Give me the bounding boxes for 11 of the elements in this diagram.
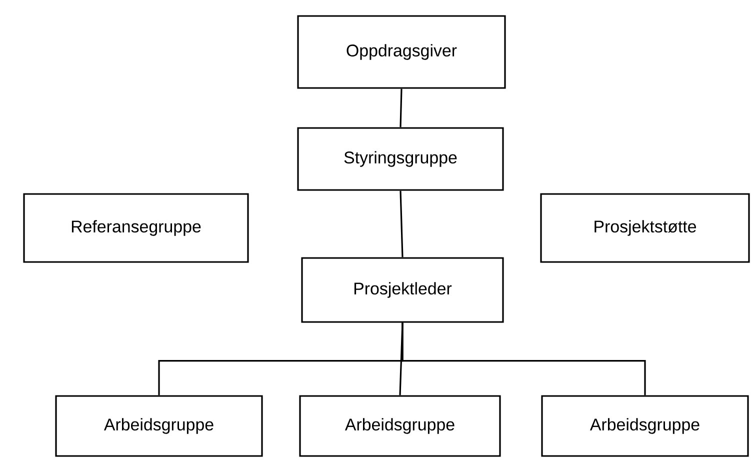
org-box: Arbeidsgruppe [541,395,749,457]
org-box: Referansegruppe [23,193,249,263]
org-box: Arbeidsgruppe [55,395,263,457]
org-box: Oppdragsgiver [297,15,506,89]
connector-line [400,88,402,128]
connector-line [400,190,404,258]
connector-line [402,322,646,396]
org-box: Prosjektstøtte [540,193,750,263]
org-box: Prosjektleder [301,257,504,323]
org-box: Styringsgruppe [297,127,504,191]
org-box: Arbeidsgruppe [299,395,501,457]
